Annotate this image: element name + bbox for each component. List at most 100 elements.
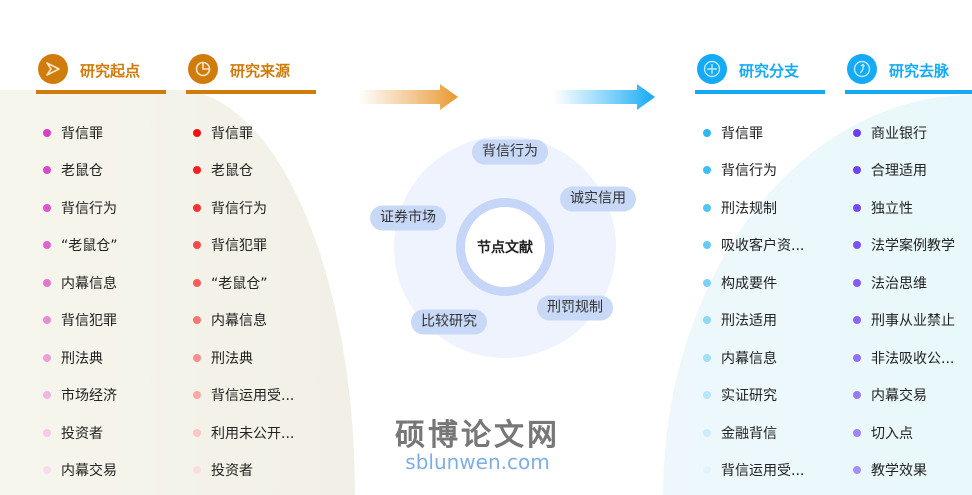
list-item-label: 背信行为 [721, 163, 777, 180]
list-item[interactable]: 背信行为 [703, 152, 804, 190]
list-item[interactable]: 背信行为 [193, 189, 294, 227]
list-item[interactable]: 非法吸收公... [853, 339, 955, 377]
list-item[interactable]: 市场经济 [43, 377, 118, 415]
list-item[interactable]: 法治思维 [853, 264, 955, 302]
list-item[interactable]: 合理适用 [853, 152, 955, 190]
bullet-dot-icon [43, 466, 51, 475]
bullet-dot-icon [193, 316, 201, 325]
list-item-label: “老鼠仓” [61, 238, 118, 255]
list-item[interactable]: 商业银行 [853, 114, 955, 152]
bullet-dot-icon [193, 391, 201, 400]
list-item[interactable]: 切入点 [853, 414, 955, 452]
list-item-label: 商业银行 [871, 125, 927, 142]
list-item[interactable]: “老鼠仓” [193, 264, 294, 302]
list-item[interactable]: 金融背信 [703, 414, 804, 452]
bullet-dot-icon [193, 166, 201, 175]
list-item[interactable]: 刑法典 [43, 339, 118, 377]
bullet-dot-icon [853, 128, 861, 137]
list-item-label: “老鼠仓” [211, 275, 268, 292]
list-item[interactable]: 背信运用受... [193, 377, 294, 415]
list-item[interactable]: 老鼠仓 [193, 152, 294, 190]
bullet-dot-icon [853, 203, 861, 212]
list-item-label: 吸收客户资... [721, 238, 805, 255]
bullet-dot-icon [853, 428, 861, 437]
list-item[interactable]: 背信行为 [43, 189, 118, 227]
list-item[interactable]: 内幕交易 [853, 377, 955, 415]
center-node[interactable]: 节点文献 [456, 198, 554, 296]
list-item[interactable]: 刑法典 [193, 339, 294, 377]
send-arrow-icon [38, 54, 68, 84]
list-item[interactable]: 背信犯罪 [193, 227, 294, 265]
list-item[interactable]: 背信罪 [43, 114, 118, 152]
bullet-dot-icon [853, 166, 861, 175]
bullet-dot-icon [853, 466, 861, 475]
bullet-dot-icon [43, 391, 51, 400]
bullet-dot-icon [43, 316, 51, 325]
list-item-label: 刑法典 [61, 350, 103, 367]
center-node-title: 节点文献 [477, 240, 533, 256]
list-item-label: 金融背信 [721, 425, 777, 442]
list-item[interactable]: 教学效果 [853, 452, 955, 490]
list-item[interactable]: 老鼠仓 [43, 152, 118, 190]
list-item[interactable]: 背信运用受... [703, 452, 804, 490]
bullet-dot-icon [193, 466, 201, 475]
bullet-dot-icon [853, 391, 861, 400]
list-item[interactable]: 内幕信息 [193, 302, 294, 340]
list-item-label: 投资者 [61, 425, 103, 442]
list-item[interactable]: 内幕信息 [43, 264, 118, 302]
column-list-3: 商业银行合理适用独立性法学案例教学法治思维刑事从业禁止非法吸收公... 内幕交易切… [853, 114, 955, 489]
list-item[interactable]: 吸收客户资... [703, 227, 804, 265]
list-item-label: 内幕信息 [721, 350, 777, 367]
bullet-dot-icon [193, 428, 201, 437]
column-header-1: 研究来源 [186, 54, 316, 94]
list-item[interactable]: 内幕信息 [703, 339, 804, 377]
watermark: 硕博论文网 sblunwen.com [395, 410, 560, 474]
list-item[interactable]: 内幕交易 [43, 452, 118, 490]
list-item[interactable]: 刑法规制 [703, 189, 804, 227]
bullet-dot-icon [43, 428, 51, 437]
list-item-label: 投资者 [211, 463, 253, 480]
list-item[interactable]: “老鼠仓” [43, 227, 118, 265]
tag-pill[interactable]: 刑罚规制 [537, 295, 613, 321]
bullet-dot-icon [193, 203, 201, 212]
list-item-label: 背信行为 [61, 200, 117, 217]
list-item-label: 老鼠仓 [211, 163, 253, 180]
list-item-label: 刑法典 [211, 350, 253, 367]
bullet-dot-icon [703, 203, 711, 212]
list-item-label: 刑法适用 [721, 313, 777, 330]
list-item[interactable]: 投资者 [193, 452, 294, 490]
bullet-dot-icon [703, 428, 711, 437]
list-item[interactable]: 构成要件 [703, 264, 804, 302]
list-item[interactable]: 背信罪 [193, 114, 294, 152]
list-item-label: 刑法规制 [721, 200, 777, 217]
list-item[interactable]: 刑法适用 [703, 302, 804, 340]
tag-pill[interactable]: 诚实信用 [560, 186, 636, 212]
column-list-2: 背信罪背信行为刑法规制吸收客户资... 构成要件刑法适用内幕信息实证研究金融背信背… [703, 114, 804, 489]
list-item[interactable]: 利用未公开... [193, 414, 294, 452]
bullet-dot-icon [703, 466, 711, 475]
bullet-dot-icon [853, 241, 861, 250]
blue-arrow-icon [553, 84, 655, 110]
column-header-3: 研究去脉 [845, 54, 972, 94]
list-item[interactable]: 投资者 [43, 414, 118, 452]
list-item[interactable]: 独立性 [853, 189, 955, 227]
list-item[interactable]: 实证研究 [703, 377, 804, 415]
bullet-dot-icon [853, 353, 861, 362]
column-header-0: 研究起点 [36, 54, 166, 94]
list-item[interactable]: 背信犯罪 [43, 302, 118, 340]
list-item-label: 背信罪 [211, 125, 253, 142]
tag-pill[interactable]: 背信行为 [472, 139, 548, 165]
list-item[interactable]: 法学案例教学 [853, 227, 955, 265]
list-item-label: 实证研究 [721, 388, 777, 405]
bullet-dot-icon [43, 241, 51, 250]
list-item-label: 背信运用受... [211, 388, 295, 405]
list-item-label: 市场经济 [61, 388, 117, 405]
list-item-label: 内幕交易 [871, 388, 927, 405]
refresh-circle-icon [847, 54, 877, 84]
list-item[interactable]: 刑事从业禁止 [853, 302, 955, 340]
tag-pill[interactable]: 证券市场 [370, 205, 446, 231]
plus-circle-icon [697, 54, 727, 84]
list-item[interactable]: 背信罪 [703, 114, 804, 152]
tag-pill[interactable]: 比较研究 [411, 309, 487, 335]
watermark-url: sblunwen.com [405, 450, 550, 474]
